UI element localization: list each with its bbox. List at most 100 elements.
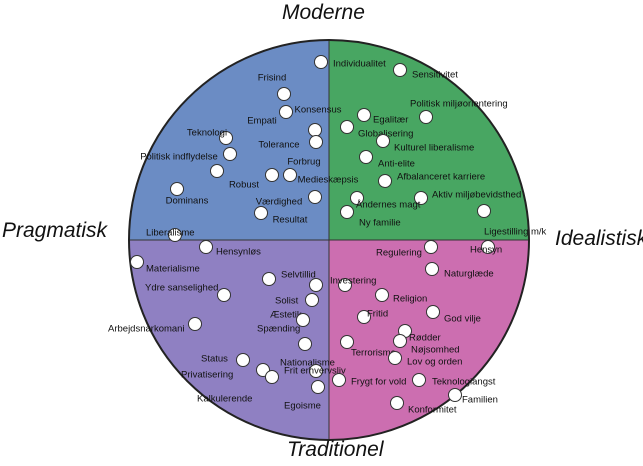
value-item: Nationalisme — [280, 337, 335, 369]
value-item: Sensitivitet — [393, 63, 458, 81]
value-marker — [340, 120, 354, 134]
value-label: Terrorisme — [351, 348, 396, 359]
value-item: Familien — [448, 388, 498, 406]
value-item: Konformitet — [390, 396, 457, 416]
value-item: Anti-elite — [359, 150, 415, 170]
value-marker — [390, 396, 404, 410]
value-item: Medieskæpsis — [265, 168, 359, 186]
circle-outline — [128, 39, 530, 441]
value-item: Åndernes magt — [350, 191, 421, 211]
value-marker — [236, 353, 250, 367]
value-marker — [308, 123, 322, 137]
value-item: Egoisme — [284, 380, 325, 412]
value-item: Ligestilling m/k — [477, 204, 547, 238]
value-marker — [481, 240, 495, 254]
value-label: Ny familie — [359, 218, 401, 229]
value-item: Selvtillid — [262, 270, 316, 286]
value-marker — [376, 134, 390, 148]
axis-label-traditionel: Traditionel — [287, 438, 384, 461]
value-item: Frisind — [258, 73, 291, 101]
value-marker — [357, 310, 371, 324]
value-label: Investering — [330, 276, 376, 287]
value-item: Resultat — [254, 206, 308, 226]
value-label: Spænding — [257, 324, 300, 335]
value-item: Robust — [210, 164, 259, 191]
axis-label-moderne: Moderne — [282, 1, 365, 24]
axis-label-pragmatisk: Pragmatisk — [2, 219, 108, 242]
value-item: Spænding — [257, 313, 310, 335]
value-label: Hensyn — [470, 245, 502, 256]
axis-label-idealistisk: Idealistisk — [555, 227, 643, 250]
value-label: Resultat — [273, 215, 308, 226]
value-label: Teknologi — [187, 128, 227, 139]
value-marker — [277, 87, 291, 101]
value-label: Dominans — [166, 196, 209, 207]
value-marker — [262, 272, 276, 286]
value-item: Status — [201, 353, 250, 367]
value-item: Globalisering — [340, 120, 413, 140]
value-items: FrisindEmpatiKonsensusTeknologiTolerance… — [108, 55, 547, 416]
value-label: Nøjsomhed — [411, 345, 460, 356]
value-marker — [188, 317, 202, 331]
value-item: Ny familie — [340, 205, 401, 229]
value-label: Frygt for vold — [351, 377, 406, 388]
value-label: Kulturel liberalisme — [394, 143, 474, 154]
value-label: Globalisering — [358, 129, 413, 140]
value-marker — [254, 206, 268, 220]
value-label: Egoisme — [284, 401, 321, 412]
value-item: God vilje — [426, 305, 481, 325]
value-marker — [375, 288, 389, 302]
value-marker — [309, 135, 323, 149]
value-marker — [393, 63, 407, 77]
value-label: Naturglæde — [444, 269, 494, 280]
value-marker — [219, 131, 233, 145]
value-item: Arbejdsnarkomani — [108, 317, 202, 335]
value-item: Empati — [247, 105, 293, 127]
value-marker — [412, 373, 426, 387]
value-marker — [130, 255, 144, 269]
value-label: Aktiv miljøbevidsthed — [432, 190, 521, 201]
value-marker — [279, 105, 293, 119]
value-item: Regulering — [376, 240, 438, 259]
value-label: Hensynløs — [216, 247, 261, 258]
value-marker — [477, 204, 491, 218]
value-label: Religion — [393, 294, 427, 305]
value-item: Investering — [330, 276, 376, 292]
value-label: Politisk miljøorientering — [410, 99, 508, 110]
value-label: Konsensus — [294, 105, 341, 116]
value-marker — [340, 335, 354, 349]
value-label: Selvtillid — [281, 270, 316, 281]
value-marker — [350, 191, 364, 205]
value-marker — [311, 380, 325, 394]
value-label: Konformitet — [408, 405, 457, 416]
value-item: Fritid — [357, 309, 388, 324]
value-label: Ligestilling m/k — [484, 227, 547, 238]
value-label: Åndernes magt — [356, 200, 421, 211]
value-item: Religion — [375, 288, 427, 305]
value-label: Materialisme — [146, 264, 200, 275]
value-marker — [199, 240, 213, 254]
value-item: Politisk miljøorientering — [410, 99, 508, 124]
value-item: Ydre sanselighed — [145, 283, 231, 302]
value-label: Ydre sanselighed — [145, 283, 218, 294]
value-item: Individualitet — [314, 55, 386, 70]
value-item: Frygt for vold — [332, 373, 406, 388]
value-item: Nøjsomhed — [393, 334, 460, 356]
value-item: Teknologiangst — [412, 373, 496, 388]
value-item: Politisk indflydelse — [140, 147, 237, 163]
value-label: Liberalisme — [146, 228, 195, 239]
value-marker — [309, 364, 323, 378]
value-label: Fritid — [367, 309, 388, 320]
value-marker — [338, 278, 352, 292]
value-label: Regulering — [376, 248, 422, 259]
value-label: Arbejdsnarkomani — [108, 324, 185, 335]
value-item: Solist — [275, 278, 323, 307]
value-marker — [419, 110, 433, 124]
value-item: Naturglæde — [425, 262, 494, 280]
value-label: God vilje — [444, 314, 481, 325]
value-marker — [223, 147, 237, 161]
value-label: Teknologiangst — [432, 377, 496, 388]
value-marker — [414, 191, 428, 205]
value-label: Frisind — [258, 73, 287, 84]
